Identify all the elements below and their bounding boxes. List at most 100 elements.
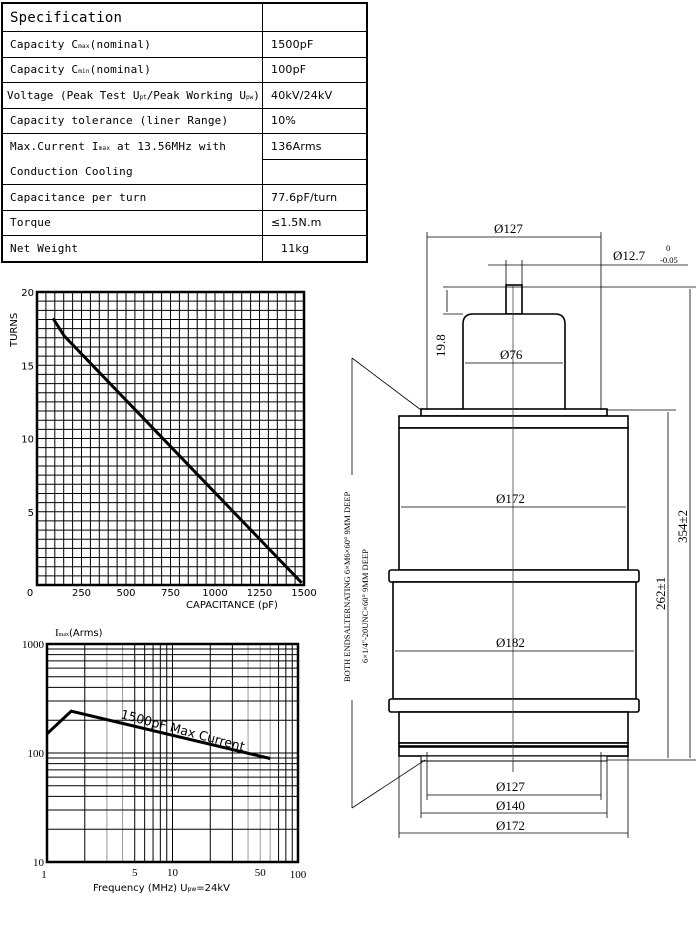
- tick-labels: 0 250 500 750 1000 1250 1500 5 10 15 20: [21, 288, 316, 599]
- turns-line: [51, 317, 303, 584]
- spec-label: Net Weight: [1, 235, 263, 262]
- table-row: Conduction Cooling: [1, 158, 368, 185]
- label-sub: max: [78, 42, 90, 50]
- dimension-height-354: 354±2: [675, 510, 690, 543]
- dimension-height-19-8: 19.8: [433, 334, 448, 357]
- x-axis-label: Frequency (MHz) Upw=24kV: [93, 883, 230, 894]
- x-tick-label: 500: [116, 588, 135, 599]
- label-text: (nominal): [89, 37, 152, 51]
- top-flange: [420, 408, 608, 417]
- spec-value: 100pF: [262, 56, 368, 83]
- table-row: Capacity tolerance (liner Range) 10%: [1, 107, 368, 134]
- label-text: (nominal): [89, 63, 152, 77]
- stem-tolerance-upper: 0: [666, 243, 670, 253]
- label-text: Capacity C: [10, 63, 79, 77]
- x-tick-label: 250: [72, 588, 91, 599]
- label-text: Capacity C: [10, 37, 79, 51]
- chart-grid: [35, 290, 306, 587]
- x-tick-label: 1: [41, 869, 47, 881]
- dimension-stem-diameter: Ø12.7: [613, 248, 646, 263]
- chart-grid: [45, 642, 300, 864]
- specification-table: Specification Capacity Cmax(nominal) 150…: [1, 2, 368, 263]
- spec-label: Capacitance per turn: [1, 184, 263, 211]
- y-tick-label: 5: [28, 508, 34, 519]
- x-tick-label: 100: [290, 869, 307, 881]
- label-text: Frequency (MHz) U: [93, 883, 188, 894]
- y-tick-label: 10: [21, 435, 34, 446]
- spec-value: 136Arms: [262, 133, 368, 160]
- spec-label: Conduction Cooling: [1, 159, 263, 185]
- label-text: =24kV: [196, 883, 230, 894]
- dimension-body-diameter-172: Ø172: [496, 491, 525, 506]
- upper-body: [398, 427, 629, 571]
- table-header: Specification: [1, 2, 263, 32]
- spec-label: Voltage (Peak Test Upt/Peak Working Upw): [1, 82, 263, 109]
- label-text: /Peak Working U: [146, 88, 247, 102]
- base-band: [398, 742, 629, 747]
- dimension-top-diameter-127: Ø127: [494, 221, 523, 236]
- y-tick-label: 1000: [22, 639, 45, 651]
- table-row: Net Weight 11kg: [1, 235, 368, 262]
- table-row: Capacity Cmin(nominal) 100pF: [1, 56, 368, 83]
- spec-label: Capacity Cmin(nominal): [1, 56, 263, 83]
- middle-ring: [388, 569, 640, 583]
- upper-ring: [398, 415, 629, 429]
- spec-value: 1500pF: [262, 31, 368, 58]
- y-tick-label: 100: [28, 748, 45, 760]
- x-axis-label: CAPACITANCE (pF): [186, 600, 278, 611]
- dimension-bottom-diameter-172: Ø172: [496, 818, 525, 833]
- base-band: [398, 746, 629, 757]
- x-tick-label: 1250: [247, 588, 272, 599]
- dimension-bottom-diameter-127: Ø127: [496, 779, 525, 794]
- dimension-lines: [351, 232, 696, 838]
- label-sub: pt: [139, 93, 147, 101]
- y-tick-label: 10: [33, 857, 45, 869]
- label-sub: min: [78, 68, 90, 76]
- dimension-bottom-diameter-140: Ø140: [496, 798, 525, 813]
- label-sub: max: [98, 145, 111, 152]
- plot-frame: [45, 642, 300, 864]
- max-current-line: [45, 709, 271, 760]
- dimension-height-262: 262±1: [653, 577, 668, 610]
- x-tick-label: 5: [132, 867, 138, 879]
- base-body: [398, 711, 629, 744]
- mounting-note-2: 6×1/4''-20UNC×60° 9MM DEEP: [360, 549, 370, 663]
- x-tick-label: 0: [27, 588, 33, 599]
- x-tick-label: 750: [161, 588, 180, 599]
- table-row: Capacitance per turn 77.6pF/turn: [1, 184, 368, 211]
- spec-value: 11kg: [262, 235, 368, 262]
- y-axis-label: Imax(Arms): [55, 627, 103, 639]
- table-header-row: Specification: [1, 2, 368, 32]
- y-tick-label: 20: [21, 288, 34, 299]
- turns-vs-capacitance-chart: 0 250 500 750 1000 1250 1500 5 10 15 20 CAPACITANC…: [9, 288, 317, 611]
- lower-body: [392, 581, 637, 700]
- dimension-dome-diameter-76: Ø76: [500, 347, 523, 362]
- x-tick-label: 10: [167, 867, 179, 879]
- lower-ring: [388, 698, 640, 713]
- capacitor-dimension-drawing: Ø127 Ø12.7 0 -0.05 19.8 Ø76 Ø172 Ø182 Ø1…: [342, 221, 696, 838]
- dimension-body-diameter-182: Ø182: [496, 635, 525, 650]
- x-tick-label: 1000: [202, 588, 227, 599]
- series-annotation: 1500pF Max Current: [119, 706, 246, 754]
- spec-value: 77.6pF/turn: [262, 184, 368, 211]
- label-text: Max.Current I: [10, 140, 99, 153]
- spec-label: Max.Current Imax at 13.56MHz with: [1, 133, 263, 159]
- label-sub: pw: [246, 93, 254, 101]
- label-sub: pw: [188, 886, 197, 893]
- plot-frame: [35, 290, 306, 587]
- table-row: Voltage (Peak Test Upt/Peak Working Upw)…: [1, 82, 368, 109]
- label-sub: max: [59, 632, 69, 638]
- mounting-note-1: BOTH ENDSALTERNATING 6×M6×60° 9MM DEEP: [342, 491, 352, 682]
- label-text: ): [253, 88, 260, 102]
- y-tick-label: 15: [21, 361, 34, 372]
- label-text: I: [55, 627, 59, 639]
- table-row: Max.Current Imax at 13.56MHz with 136Arm…: [1, 133, 368, 160]
- spec-label: Capacity tolerance (liner Range): [1, 107, 263, 134]
- stem: [505, 284, 523, 315]
- x-tick-label: 1500: [291, 588, 316, 599]
- dome: [462, 313, 566, 411]
- label-text: Ø12.7: [613, 248, 646, 263]
- label-text: (Arms): [69, 628, 103, 639]
